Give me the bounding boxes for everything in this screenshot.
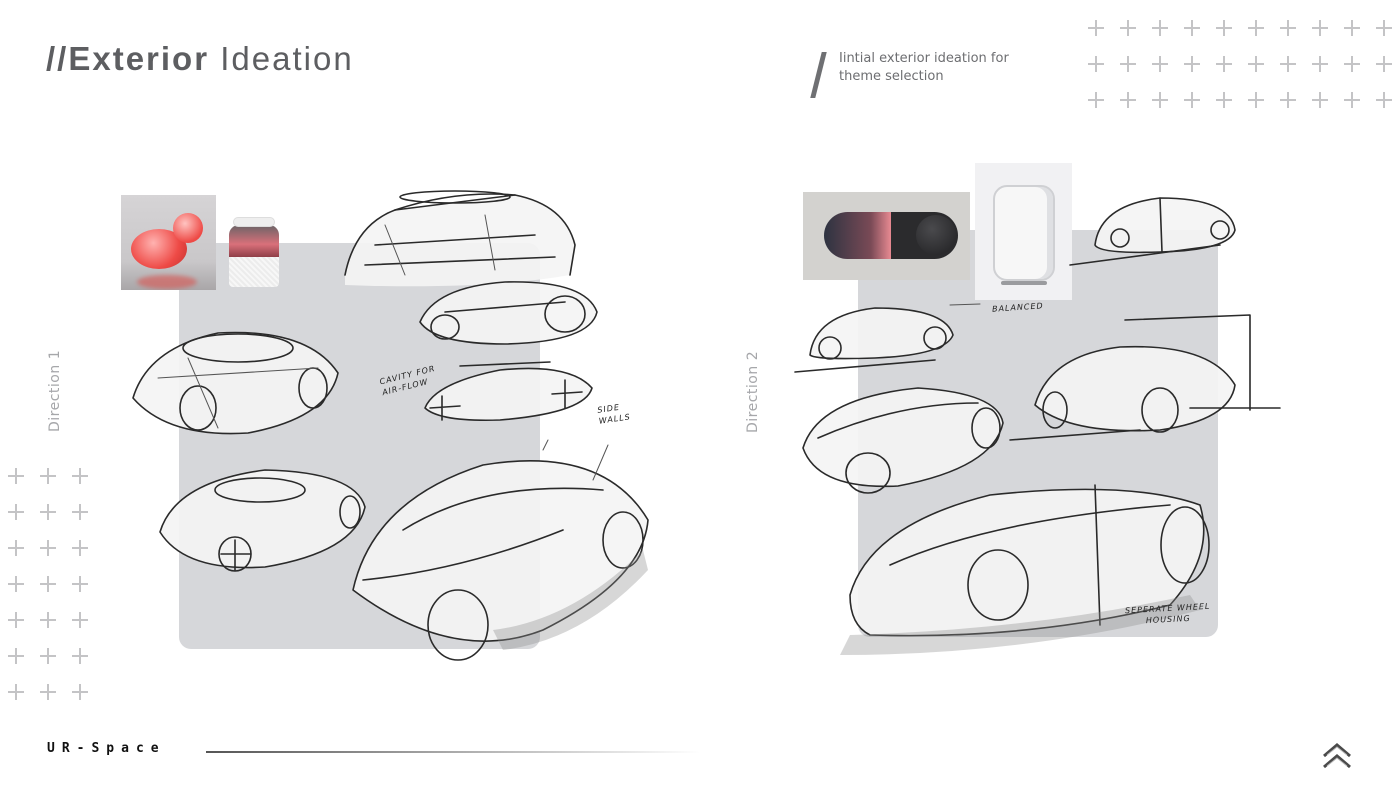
subtitle-block: Iintial exterior ideation for theme sele… [810,50,1009,98]
car-sketch-d2-mid [798,378,1008,496]
plus-icon [8,648,24,664]
double-chevron-logo-icon [1322,742,1352,770]
plus-icon [72,468,88,484]
red-blob-sculpture-image [121,195,216,290]
car-sketch-d2-right [1009,314,1285,441]
plus-icon [1376,56,1392,72]
plus-icon [8,504,24,520]
plus-icon [1312,92,1328,108]
plus-icon [1280,56,1296,72]
plus-icon [1184,92,1200,108]
page-title: //Exterior Ideation [46,40,354,78]
annotation-side-walls: Side Walls [596,402,632,426]
plus-icon [40,504,56,520]
title-bold: Exterior [68,40,210,77]
car-sketch-d1-left [128,318,343,443]
title-light: Ideation [220,40,354,77]
plus-icon [1184,56,1200,72]
plus-icon [72,684,88,700]
remote-control-image [803,192,970,280]
plus-icon [1344,56,1360,72]
plus-icon [1344,92,1360,108]
plus-icon [8,612,24,628]
plus-icon [1088,56,1104,72]
plus-icon [1312,20,1328,36]
plus-icon [1216,92,1232,108]
title-prefix: // [46,40,69,77]
plus-pattern-top [1088,20,1392,108]
slash-divider [810,52,827,98]
plus-icon [72,648,88,664]
plus-icon [8,684,24,700]
plus-icon [1344,20,1360,36]
air-purifier-image [223,213,285,289]
portable-cabinet-image [975,163,1072,300]
plus-icon [72,540,88,556]
car-sketch-d1-bottom-left [155,462,370,577]
subtitle: Iintial exterior ideation for theme sele… [839,51,1009,84]
plus-icon [1152,20,1168,36]
plus-icon [72,504,88,520]
plus-icon [72,612,88,628]
plus-icon [72,576,88,592]
plus-icon [1152,56,1168,72]
plus-icon [1120,92,1136,108]
brand-name: UR-Space [47,741,166,756]
plus-icon [1280,20,1296,36]
plus-icon [8,576,24,592]
plus-icon [1376,92,1392,108]
plus-icon [1280,92,1296,108]
car-sketch-d2-large [830,465,1225,660]
plus-icon [8,468,24,484]
plus-icon [8,540,24,556]
plus-icon [1376,20,1392,36]
plus-icon [40,684,56,700]
plus-icon [1152,92,1168,108]
plus-icon [1248,92,1264,108]
car-sketch-d2-top [1069,190,1240,266]
plus-icon [1120,20,1136,36]
plus-icon [40,540,56,556]
plus-icon [1312,56,1328,72]
plus-icon [40,576,56,592]
car-sketch-d1-side [420,358,595,428]
plus-icon [1184,20,1200,36]
plus-icon [1248,56,1264,72]
plus-icon [1120,56,1136,72]
car-sketch-d1-pod [415,272,600,352]
plus-icon [1216,20,1232,36]
plus-pattern-left [8,468,88,700]
plus-icon [1216,56,1232,72]
plus-icon [40,648,56,664]
direction-2-label: Direction 2 [745,350,761,433]
car-sketch-d1-top [335,185,580,305]
footer-divider [206,751,700,753]
plus-icon [1248,20,1264,36]
direction-1-label: Direction 1 [47,349,63,432]
plus-icon [40,612,56,628]
car-sketch-d2-small [794,300,981,375]
plus-icon [1088,92,1104,108]
car-sketch-d1-large [343,439,653,665]
plus-icon [1088,20,1104,36]
plus-icon [40,468,56,484]
